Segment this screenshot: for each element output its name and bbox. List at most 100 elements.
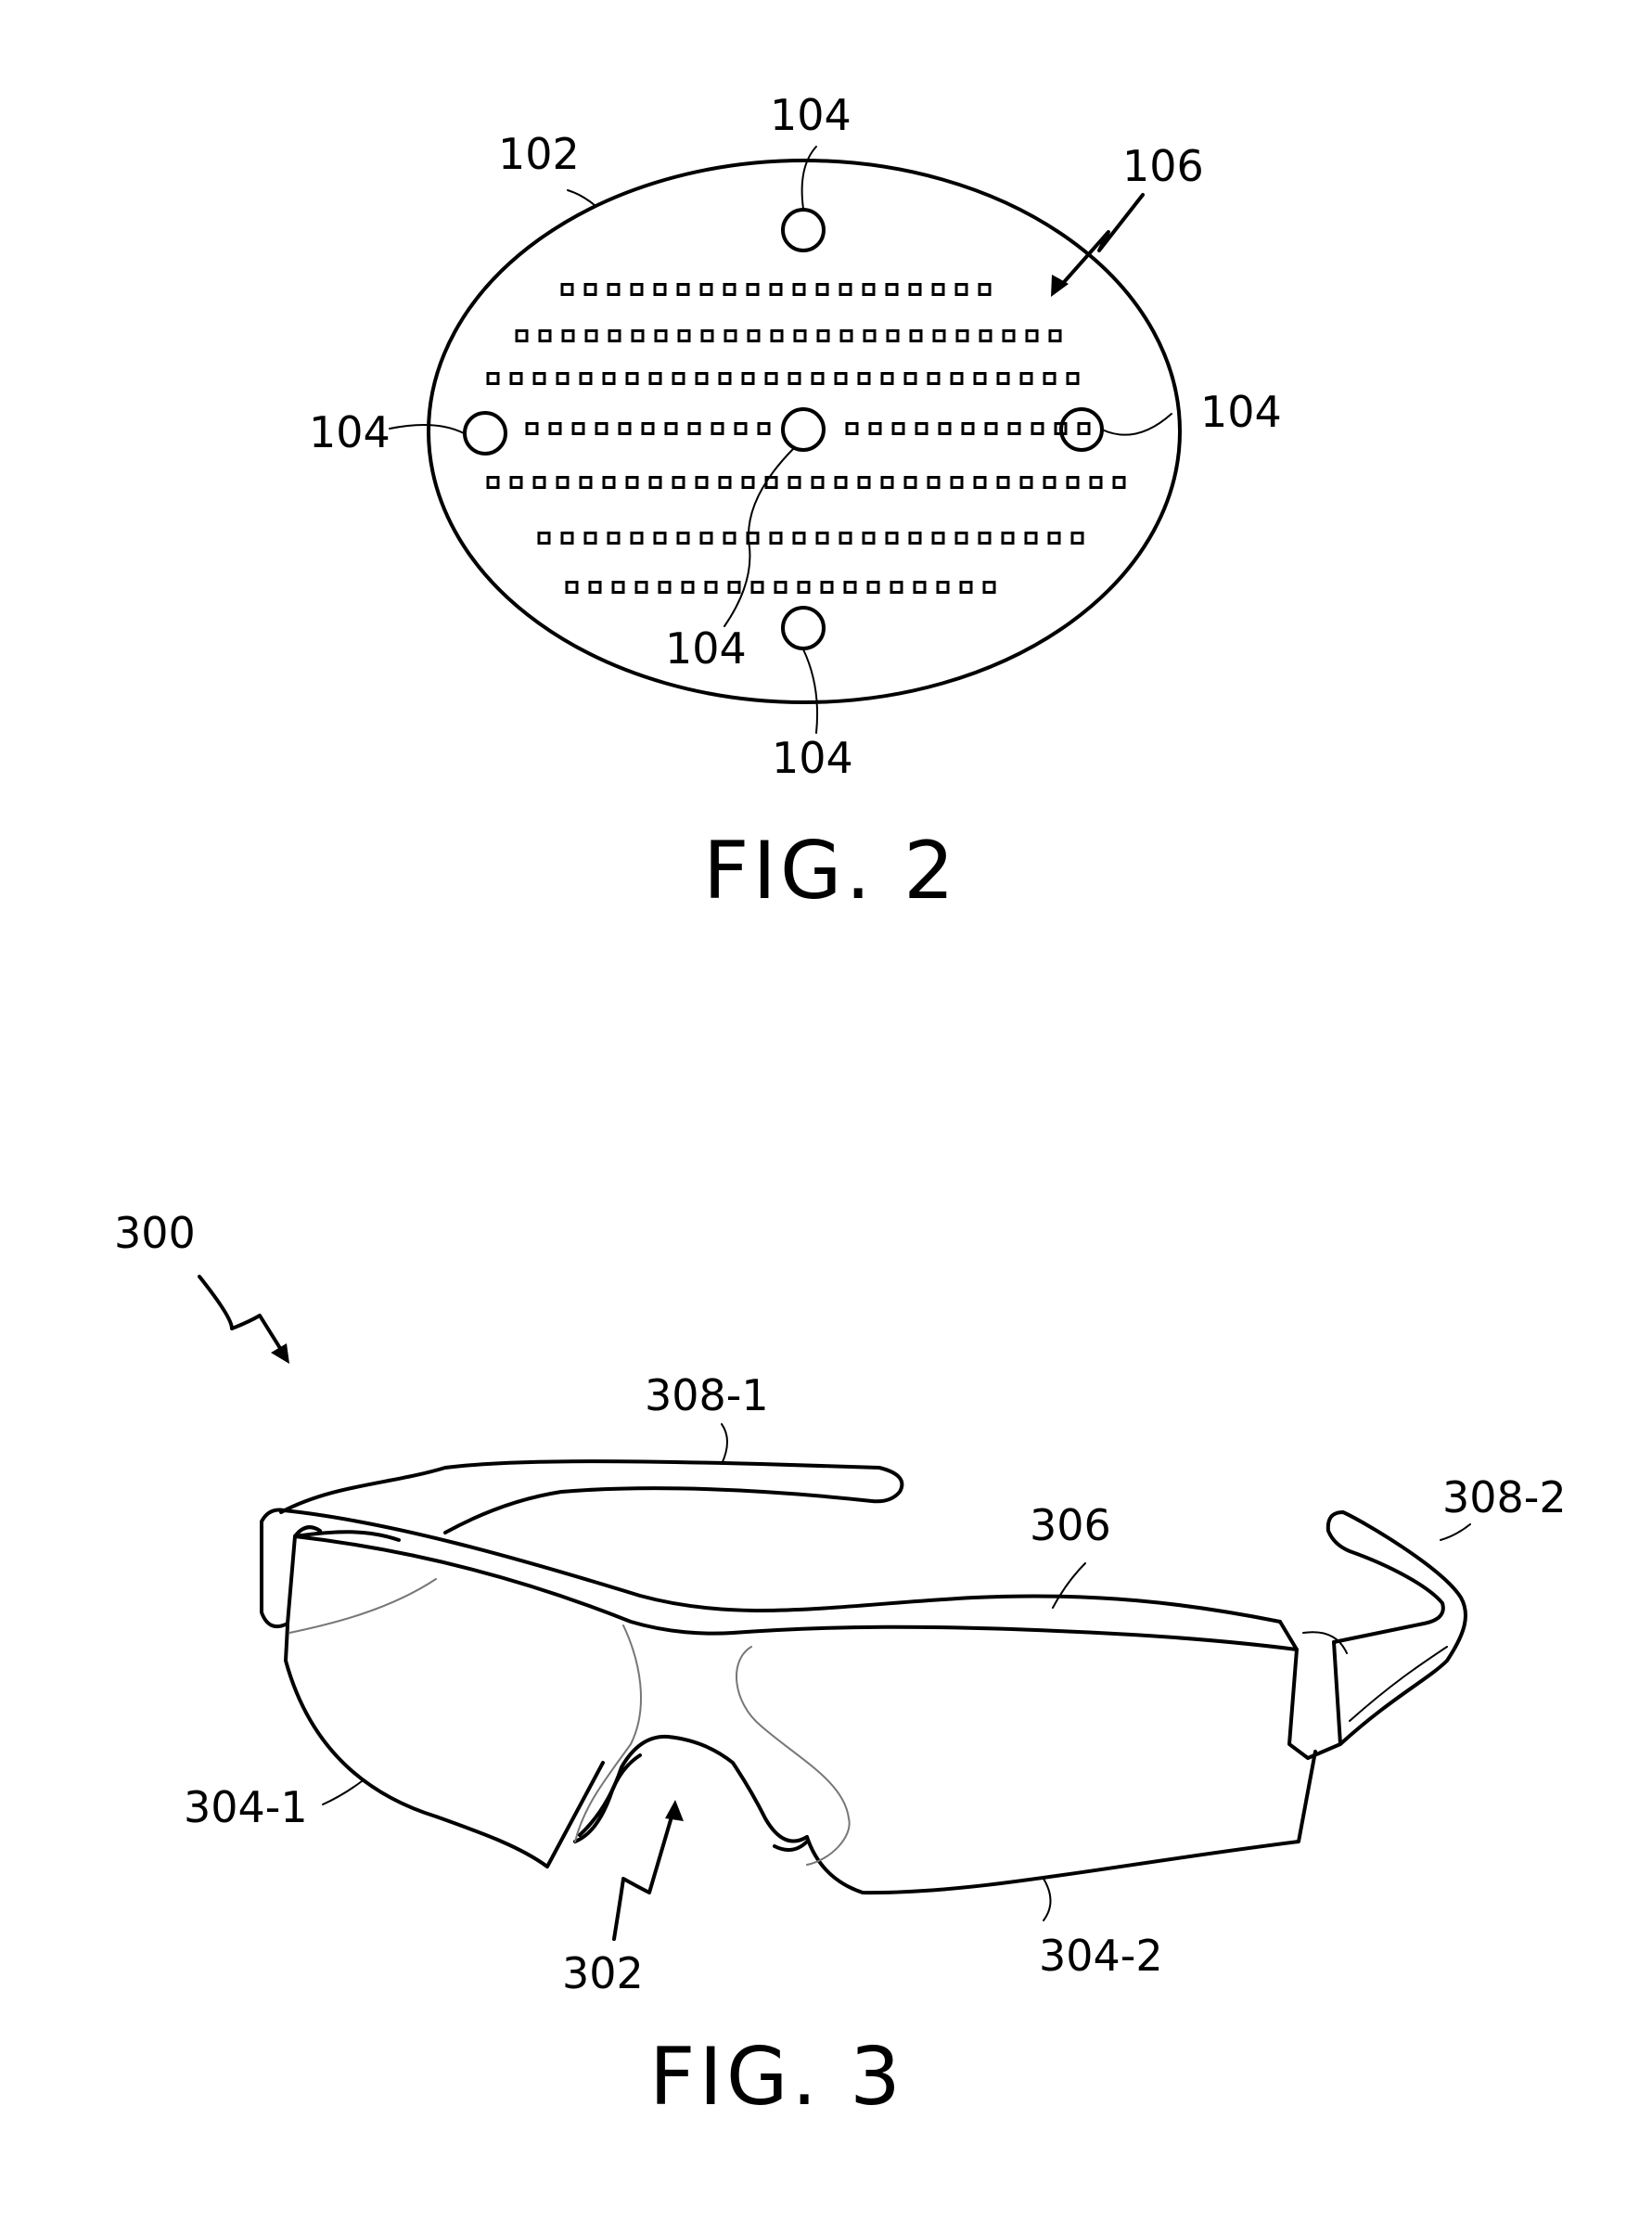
array-element [928, 374, 939, 384]
array-element [627, 478, 637, 488]
frame-right-hinge-detail [1303, 1632, 1347, 1653]
array-element [643, 424, 653, 434]
array-element [724, 285, 735, 295]
array-element [975, 478, 985, 488]
lens-right [807, 1752, 1315, 1893]
array-element [655, 533, 665, 544]
label-106: 106 [1122, 141, 1204, 191]
bridge-arrow [614, 1814, 672, 1939]
array-element [916, 424, 927, 434]
label-300: 300 [114, 1208, 196, 1258]
array-element [608, 285, 619, 295]
figure-2: 102 104 106 104 104 104 104 FIG. 2 [309, 90, 1282, 918]
array-element [864, 533, 874, 544]
lens-edge-left-upper [289, 1579, 436, 1633]
array-element [1044, 478, 1055, 488]
array-element [905, 374, 916, 384]
array-element [836, 374, 846, 384]
label-104-top: 104 [770, 90, 852, 140]
sensor-array [488, 285, 1124, 593]
array-element [729, 583, 739, 593]
array-element [771, 533, 781, 544]
array-element [632, 285, 642, 295]
lens-left [286, 1625, 603, 1867]
array-element [689, 424, 699, 434]
array-element [1003, 533, 1013, 544]
array-element [1072, 533, 1082, 544]
array-element [888, 331, 898, 341]
array-element [563, 331, 573, 341]
frame-top-inner [295, 1536, 1297, 1650]
array-element [550, 424, 560, 434]
array-element [938, 583, 948, 593]
array-element [679, 331, 689, 341]
array-element [590, 583, 600, 593]
temple-right [1328, 1512, 1466, 1744]
leader-line-lens [568, 190, 595, 206]
nose-pad-right [775, 1842, 807, 1850]
array-element [1050, 331, 1060, 341]
array-element [581, 478, 591, 488]
array-element [613, 583, 623, 593]
array-element [980, 331, 991, 341]
array-element [511, 478, 521, 488]
array-element [789, 374, 800, 384]
array-element [795, 331, 805, 341]
array-element [752, 583, 762, 593]
array-element [771, 285, 781, 295]
array-element [534, 478, 544, 488]
array-element [488, 374, 498, 384]
frame-right-hinge [1280, 1622, 1340, 1758]
label-104-bottom: 104 [772, 733, 853, 783]
array-element [813, 478, 823, 488]
array-element [608, 533, 619, 544]
array-element [527, 424, 537, 434]
array-element [697, 374, 707, 384]
array-element [933, 533, 943, 544]
array-element [789, 478, 800, 488]
array-element [940, 424, 950, 434]
array-element [818, 331, 828, 341]
array-element [678, 285, 688, 295]
array-element [736, 424, 746, 434]
array-element [836, 478, 846, 488]
array-element [963, 424, 973, 434]
array-element [562, 533, 572, 544]
array-element [813, 374, 823, 384]
array-element [557, 374, 568, 384]
array-element [562, 285, 572, 295]
bridge-arrowhead [665, 1800, 684, 1821]
label-304-1: 304-1 [184, 1782, 308, 1832]
array-element [702, 331, 712, 341]
array-element [604, 478, 614, 488]
array-element [650, 374, 660, 384]
array-element [911, 331, 921, 341]
array-element [817, 533, 827, 544]
array-element [743, 374, 753, 384]
array-element [1091, 478, 1101, 488]
array-element [910, 285, 920, 295]
array-element [701, 533, 711, 544]
array-element [539, 533, 549, 544]
array-element [859, 374, 869, 384]
array-element [980, 285, 990, 295]
array-element [887, 533, 897, 544]
array-element [540, 331, 550, 341]
sensor-center [783, 409, 824, 450]
label-104-left: 104 [309, 407, 391, 457]
array-element [557, 478, 568, 488]
array-element [840, 285, 851, 295]
array-element [655, 285, 665, 295]
array-element [1021, 478, 1031, 488]
array-element [573, 424, 583, 434]
array-element [882, 478, 892, 488]
array-element [673, 478, 684, 488]
array-element [585, 285, 595, 295]
leader-line-308-1 [722, 1424, 727, 1464]
array-element [864, 285, 874, 295]
label-104-right: 104 [1200, 387, 1282, 437]
leader-line-308-2 [1441, 1524, 1470, 1540]
array-element [720, 478, 730, 488]
array-element [604, 374, 614, 384]
